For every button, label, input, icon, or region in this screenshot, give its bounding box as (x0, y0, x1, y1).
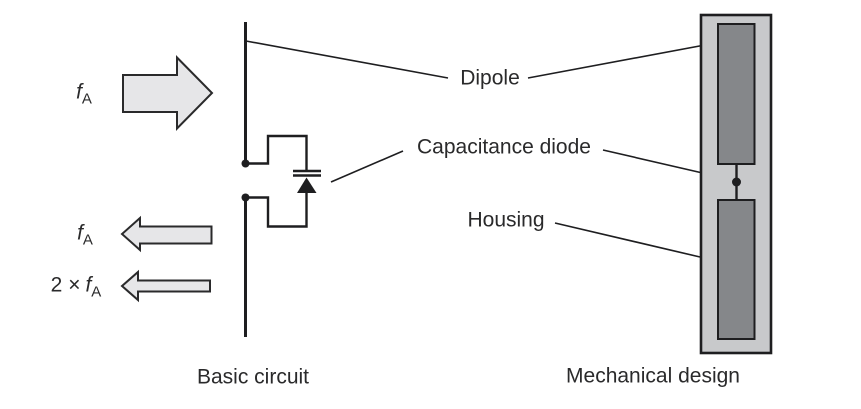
dipole-element-top (717, 23, 756, 165)
reflected-frequency-symbol: f (77, 221, 83, 245)
harmonic-frequency-subscript: A (91, 283, 102, 301)
incident-frequency-subscript: A (81, 90, 92, 108)
incident-frequency-symbol: f (76, 80, 82, 104)
varactor-branch-bottom-wire (245, 193, 308, 228)
housing-leader (554, 222, 701, 258)
harmonic-frequency-symbol: f (85, 273, 92, 297)
mechanical-design-caption: Mechanical design (566, 364, 740, 388)
reflected-frequency-label: fA (77, 221, 93, 247)
varactor-branch-top-wire (245, 134, 308, 171)
housing-label: Housing (467, 208, 545, 232)
capacitance-diode-label: Capacitance diode (417, 135, 591, 159)
incident-frequency-label: fA (76, 80, 92, 106)
capacitance-diode-leader-left (330, 150, 404, 183)
reflected-frequency-subscript: A (82, 231, 93, 249)
dipole-element-bottom (717, 199, 756, 340)
harmonic-frequency-label: 2 ×fA (50, 273, 102, 299)
harmonic-frequency-prefix: 2 × (50, 273, 81, 297)
reflected-wave-arrow-icon (120, 215, 213, 253)
basic-circuit-caption: Basic circuit (196, 365, 310, 389)
diode-dot (732, 177, 741, 187)
incident-wave-arrow-icon (122, 55, 214, 131)
harmonic-wave-arrow-icon (120, 269, 211, 303)
dipole-leader-left (245, 40, 449, 79)
varactor-anode-triangle-icon (297, 177, 317, 193)
dipole-label: Dipole (460, 66, 520, 90)
